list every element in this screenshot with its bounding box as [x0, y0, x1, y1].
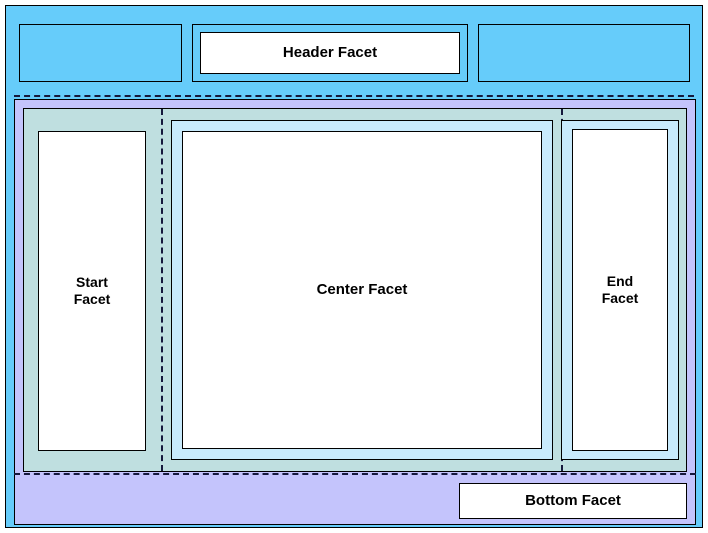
header-facet[interactable]: Header Facet: [200, 32, 460, 74]
center-facet-band: Center Facet: [171, 120, 553, 460]
start-facet-area: Start Facet: [24, 109, 161, 471]
bottom-facet[interactable]: Bottom Facet: [459, 483, 687, 519]
body-footer-separator: [14, 473, 696, 475]
header-left-slot: [19, 24, 182, 82]
end-facet-band: End Facet: [561, 120, 679, 460]
header-right-slot: [478, 24, 690, 82]
header-facet-label: Header Facet: [282, 43, 378, 61]
middle-row: Start Facet Center Facet End Facet: [23, 108, 687, 472]
start-facet[interactable]: Start Facet: [38, 131, 146, 451]
page-frame: Header Facet Start Facet: [5, 5, 703, 528]
header-body-separator: [14, 95, 694, 97]
end-facet[interactable]: End Facet: [572, 129, 668, 451]
start-facet-label: Start Facet: [73, 273, 111, 308]
center-facet[interactable]: Center Facet: [182, 131, 542, 449]
header-center-slot: Header Facet: [192, 24, 468, 82]
header-band: Header Facet: [6, 6, 702, 91]
bottom-facet-label: Bottom Facet: [525, 491, 621, 509]
center-facet-label: Center Facet: [316, 280, 408, 298]
end-facet-label: End Facet: [601, 272, 639, 307]
start-center-separator: [161, 109, 163, 471]
body-region: Start Facet Center Facet End Facet: [14, 99, 696, 525]
